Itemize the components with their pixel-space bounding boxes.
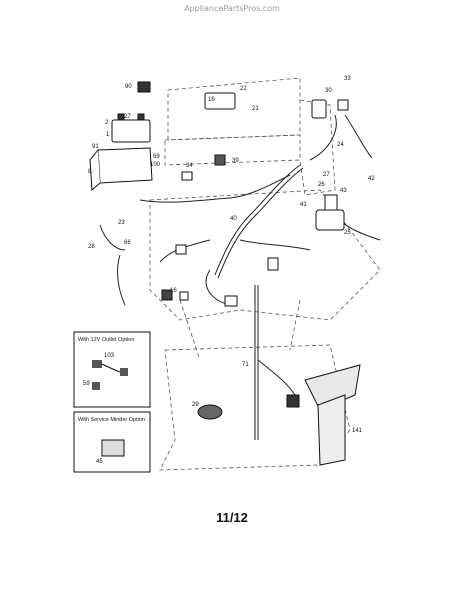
- inset-service-label-45: 45: [96, 459, 103, 465]
- callout-23: 23: [118, 220, 125, 226]
- callout-21: 21: [252, 106, 259, 112]
- harness-wires: [99, 114, 381, 440]
- callout-42: 42: [368, 176, 375, 182]
- callout-labels: 90 22 16 21 30 33 27 2 1 91 69 100 8 34 …: [78, 76, 375, 465]
- components: [137, 81, 361, 466]
- callout-8: 8: [88, 169, 92, 175]
- inset-12v-title: With 12V Outlet Option: [78, 337, 134, 343]
- callout-2: 2: [105, 120, 109, 126]
- page-number: 11/12: [216, 510, 248, 525]
- callout-22: 22: [240, 86, 247, 92]
- callout-41: 41: [300, 202, 307, 208]
- callout-91: 91: [92, 144, 99, 150]
- callout-39: 39: [232, 158, 239, 164]
- callout-33: 33: [344, 76, 351, 82]
- inset-service-title: With Service Minder Option: [78, 417, 145, 423]
- callout-16b: 16: [170, 288, 177, 294]
- callout-29: 29: [192, 402, 199, 408]
- callout-27b: 27: [323, 172, 330, 178]
- inset-12v-label-59: 59: [83, 381, 90, 387]
- callout-40: 40: [230, 216, 237, 222]
- callout-43: 43: [340, 188, 347, 194]
- frame-outline: [149, 77, 381, 471]
- callout-30: 30: [325, 88, 332, 94]
- callout-16: 16: [208, 97, 215, 103]
- callout-90: 90: [125, 84, 132, 90]
- callout-141: 141: [352, 428, 363, 434]
- watermark: AppliancePartsPros.com: [184, 4, 280, 13]
- callout-69: 69: [153, 154, 160, 160]
- callout-66: 66: [124, 240, 131, 246]
- inset-12v-label-103: 103: [104, 353, 115, 359]
- callout-34: 34: [186, 163, 193, 169]
- callout-27a: 27: [124, 114, 131, 120]
- callout-28: 28: [88, 244, 95, 250]
- inset-12v-outlet: [73, 331, 151, 408]
- battery-assembly: [89, 113, 153, 192]
- callout-24: 24: [337, 142, 344, 148]
- callout-25: 25: [344, 230, 351, 236]
- inset-service-minder: [73, 411, 151, 473]
- callout-71: 71: [242, 362, 249, 368]
- callout-1: 1: [106, 132, 110, 138]
- callout-100: 100: [150, 162, 161, 168]
- callout-26: 26: [318, 182, 325, 188]
